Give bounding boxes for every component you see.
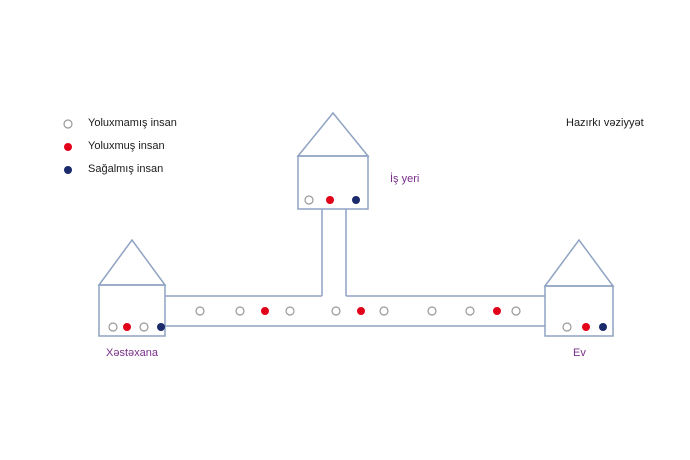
home-person-uninfected — [562, 322, 572, 332]
road-person-infected — [357, 307, 365, 315]
legend-label-infected: Yoluxmuş insan — [88, 140, 165, 152]
work-person-recovered — [352, 196, 360, 204]
work-person-uninfected — [304, 195, 314, 205]
road-person-uninfected — [195, 306, 205, 316]
home-label: Ev — [573, 347, 586, 359]
legend-label-uninfected: Yoluxmamış insan — [88, 117, 177, 129]
hospital-roof — [97, 238, 167, 286]
legend-label-recovered: Sağalmış insan — [88, 163, 164, 175]
road-person-uninfected — [331, 306, 341, 316]
work-person-infected — [326, 196, 334, 204]
hospital-person-uninfected — [108, 322, 118, 332]
legend-marker-infected — [64, 143, 72, 151]
home-building — [544, 285, 614, 337]
road-person-uninfected — [511, 306, 521, 316]
road-person-uninfected — [465, 306, 475, 316]
hospital-building — [98, 284, 166, 337]
hospital-person-uninfected — [139, 322, 149, 332]
legend-marker-uninfected — [63, 119, 73, 129]
work-roof — [296, 111, 370, 157]
road-person-infected — [261, 307, 269, 315]
current-state-title: Hazırkı vəziyyət — [566, 117, 644, 129]
home-person-recovered — [599, 323, 607, 331]
home-person-infected — [582, 323, 590, 331]
road-person-uninfected — [379, 306, 389, 316]
work-label: İş yeri — [390, 173, 420, 185]
hospital-person-infected — [123, 323, 131, 331]
hospital-person-recovered — [157, 323, 165, 331]
legend-marker-recovered — [64, 166, 72, 174]
home-roof — [543, 238, 615, 287]
road-person-uninfected — [235, 306, 245, 316]
road-person-uninfected — [427, 306, 437, 316]
work-building — [297, 155, 369, 210]
hospital-label: Xəstəxana — [106, 347, 158, 359]
road-person-infected — [493, 307, 501, 315]
road-person-uninfected — [285, 306, 295, 316]
